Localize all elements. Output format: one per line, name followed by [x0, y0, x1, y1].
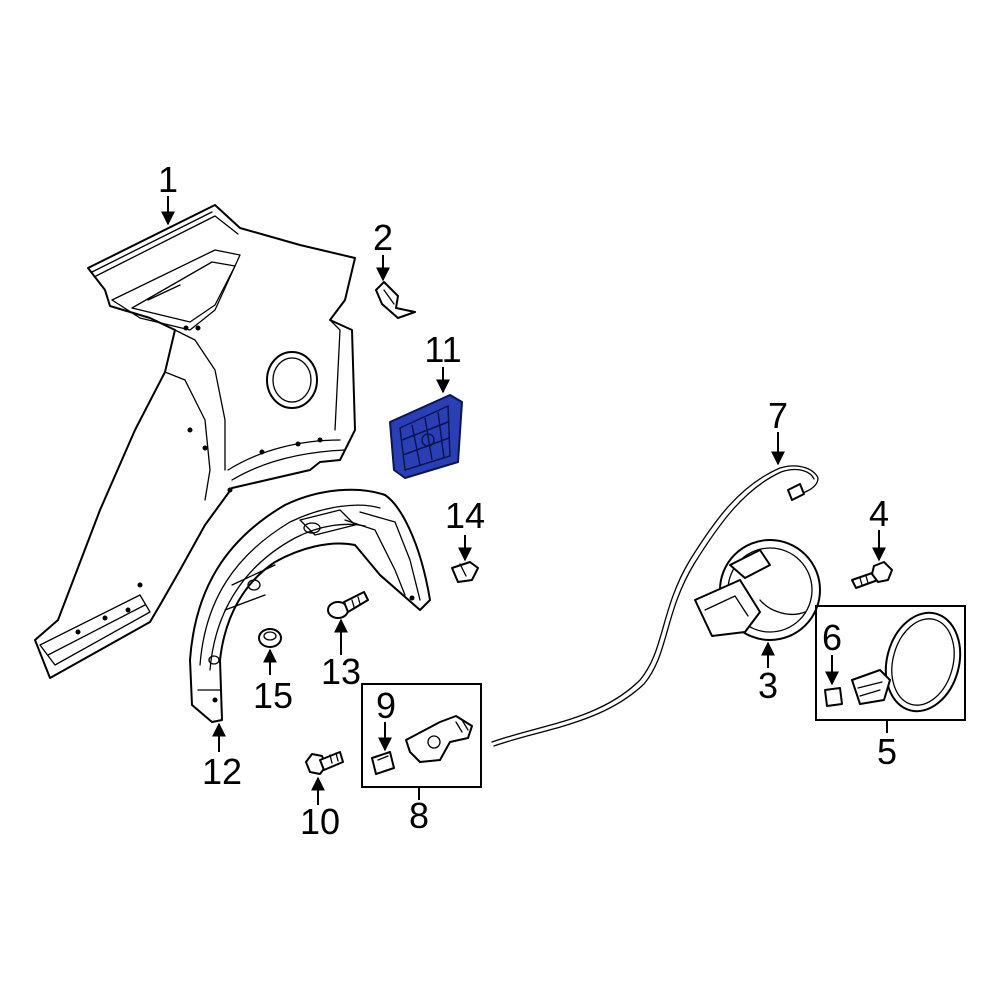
- callout-7: 7: [768, 395, 788, 436]
- callout-6: 6: [822, 617, 842, 658]
- callout-8: 8: [409, 795, 429, 836]
- bolt-10-part: [305, 751, 344, 775]
- screw-13-part: [327, 591, 369, 619]
- fuel-door-part: [824, 611, 962, 713]
- filler-housing-part: [694, 539, 821, 641]
- clip-part: [451, 561, 479, 583]
- callout-14: 14: [445, 495, 485, 536]
- callout-10: 10: [300, 801, 340, 842]
- grommet-part: [258, 628, 282, 648]
- callout-12: 12: [202, 751, 242, 792]
- highlighted-housing-part: [389, 394, 463, 479]
- leader-lines: [161, 196, 888, 805]
- fuel-door-box: [815, 605, 966, 721]
- callout-labels: 1 2 3 4 5 6 7 8 9 10 11 12 13 14 15: [158, 159, 897, 842]
- latch-part: [371, 715, 473, 775]
- quarter-panel-part: [34, 204, 356, 679]
- callout-3: 3: [758, 665, 778, 706]
- callout-11: 11: [424, 329, 461, 370]
- bracket-part: [375, 281, 416, 319]
- callout-9: 9: [376, 685, 396, 726]
- latch-assembly-box: [361, 683, 482, 788]
- callout-2: 2: [373, 217, 393, 258]
- bolt-4-part: [851, 561, 893, 589]
- callout-4: 4: [869, 493, 889, 534]
- callout-1: 1: [158, 159, 178, 200]
- callout-13: 13: [321, 651, 361, 692]
- callout-15: 15: [253, 675, 293, 716]
- release-cable-part: [491, 465, 819, 747]
- wheel-liner-part: [189, 488, 431, 723]
- callout-5: 5: [877, 731, 897, 772]
